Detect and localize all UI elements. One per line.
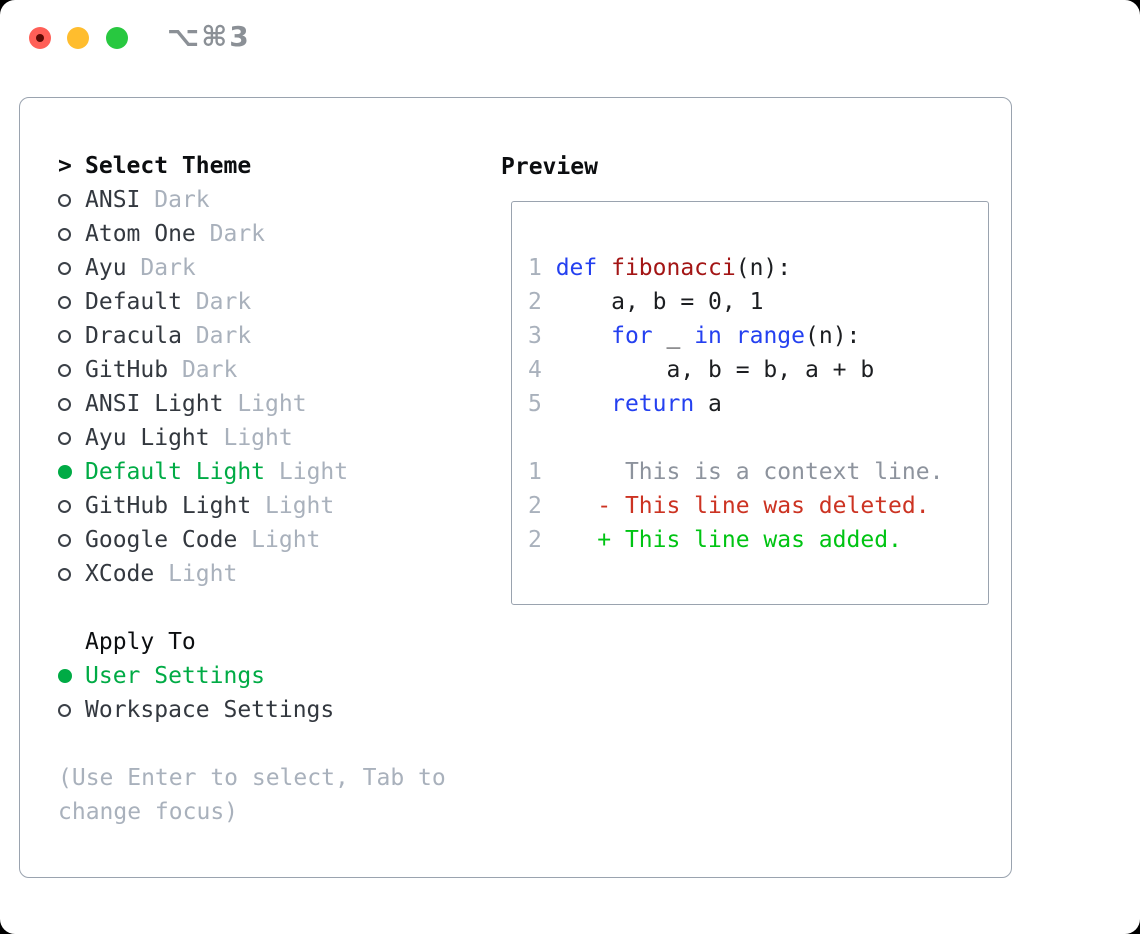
theme-option-ayu-dark[interactable]: Ayu Dark [58, 251, 348, 285]
deleted-line-text: - This line was deleted. [597, 493, 930, 519]
code-text [722, 323, 736, 349]
option-label: Default Light Light [85, 459, 349, 485]
option-label: Dracula Dark [85, 323, 252, 349]
function-name-token: fibonacci [611, 255, 736, 281]
radio-icon [58, 227, 71, 241]
code-text [556, 493, 598, 519]
theme-option-google-code-light[interactable]: Google Code Light [58, 523, 348, 557]
theme-list-header: > Select Theme [58, 149, 348, 183]
code-text: (n): [735, 255, 792, 281]
keyword-token: for [611, 323, 653, 349]
theme-option-github-light-light[interactable]: GitHub Light Light [58, 489, 348, 523]
added-line-text: + This line was added. [597, 527, 902, 553]
close-button[interactable] [29, 27, 51, 49]
titlebar: ⌥⌘3 [0, 0, 1140, 76]
code-line [528, 421, 988, 455]
apply-to-header-row: Apply To [58, 625, 334, 659]
minimize-button[interactable] [67, 27, 89, 49]
code-line: 4 a, b = b, a + b [528, 353, 988, 387]
option-label: Default Dark [85, 289, 252, 315]
option-label: Ayu Light Light [85, 425, 293, 451]
code-text: a, b = 0, 1 [555, 289, 764, 315]
close-dot-icon [36, 34, 44, 42]
theme-option-atom-one-dark[interactable]: Atom One Dark [58, 217, 348, 251]
window-shortcut-label: ⌥⌘3 [167, 20, 251, 53]
theme-list-title: Select Theme [85, 153, 252, 179]
apply-option-workspace-settings[interactable]: Workspace Settings [58, 693, 334, 727]
code-line: 2 a, b = 0, 1 [528, 285, 988, 319]
option-label: Ayu Dark [85, 255, 196, 281]
option-label: XCode Light [85, 561, 238, 587]
code-line: 2 - This line was deleted. [528, 489, 988, 523]
apply-option-user-settings[interactable]: User Settings [58, 659, 334, 693]
option-label: ANSI Dark [85, 187, 210, 213]
radio-icon [58, 329, 71, 343]
keyword-token: in [694, 323, 722, 349]
line-number: 5 [528, 391, 556, 417]
keyword-token: return [611, 391, 695, 417]
option-label: ANSI Light Light [85, 391, 307, 417]
radio-selected-icon [58, 465, 72, 479]
keyboard-hint: (Use Enter to select, Tab to change focus… [58, 761, 446, 829]
focus-caret-icon: > [58, 153, 72, 179]
radio-icon [58, 261, 71, 275]
hint-line: (Use Enter to select, Tab to [58, 765, 446, 791]
code-text [556, 527, 598, 553]
option-label: Atom One Dark [85, 221, 266, 247]
radio-icon [58, 193, 71, 207]
hint-line: change focus) [58, 799, 239, 825]
theme-option-default-dark[interactable]: Default Dark [58, 285, 348, 319]
code-text [556, 323, 611, 349]
option-label: GitHub Dark [85, 357, 238, 383]
code-line: 1 def fibonacci(n): [528, 251, 988, 285]
apply-to-title: Apply To [85, 629, 196, 655]
radio-icon [58, 499, 71, 513]
radio-icon [58, 533, 71, 547]
code-text: _ [652, 323, 695, 349]
theme-option-xcode-light[interactable]: XCode Light [58, 557, 348, 591]
code-text: (n): [805, 323, 861, 349]
radio-icon [58, 295, 71, 309]
line-number: 2 [528, 289, 556, 315]
code-line: 5 return a [528, 387, 988, 421]
option-label: Workspace Settings [85, 697, 335, 723]
code-text: a, b = b, a + b [555, 357, 875, 383]
radio-icon [58, 703, 71, 717]
line-number: 3 [528, 323, 556, 349]
code-line: 2 + This line was added. [528, 523, 988, 557]
option-label: Google Code Light [85, 527, 321, 553]
radio-icon [58, 363, 71, 377]
preview-title: Preview [501, 154, 598, 180]
option-label: User Settings [85, 663, 266, 689]
line-number: 1 [528, 459, 556, 485]
theme-option-default-light-light[interactable]: Default Light Light [58, 455, 348, 489]
context-line-text: This is a context line. [555, 459, 944, 485]
theme-option-ayu-light-light[interactable]: Ayu Light Light [58, 421, 348, 455]
code-line: 3 for _ in range(n): [528, 319, 988, 353]
radio-icon [58, 397, 71, 411]
line-number: 2 [528, 493, 556, 519]
keyword-token: def [555, 255, 612, 281]
radio-selected-icon [58, 669, 72, 683]
code-line: 1 This is a context line. [528, 455, 988, 489]
radio-icon [58, 567, 71, 581]
theme-option-github-dark[interactable]: GitHub Dark [58, 353, 348, 387]
zoom-button[interactable] [106, 27, 128, 49]
theme-option-ansi-light-light[interactable]: ANSI Light Light [58, 387, 348, 421]
code-text [556, 391, 611, 417]
line-number: 1 [528, 255, 556, 281]
line-number: 4 [528, 357, 556, 383]
line-number: 2 [528, 527, 556, 553]
option-label: GitHub Light Light [85, 493, 335, 519]
keyword-token: range [735, 323, 805, 349]
code-text: a [694, 391, 722, 417]
theme-option-dracula-dark[interactable]: Dracula Dark [58, 319, 348, 353]
radio-icon [58, 431, 71, 445]
theme-option-ansi-dark[interactable]: ANSI Dark [58, 183, 348, 217]
